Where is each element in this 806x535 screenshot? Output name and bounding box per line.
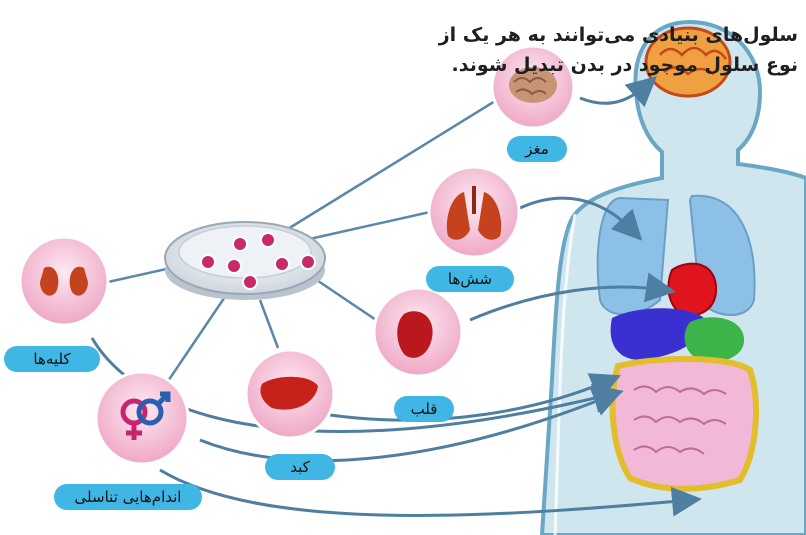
- label-liver: کبد: [265, 454, 335, 480]
- label-brain: مغز: [507, 136, 567, 162]
- label-heart: قلب: [394, 396, 454, 422]
- diagram-heading: سلول‌های بنیادی می‌توانند به هر یک از نو…: [378, 20, 798, 80]
- body-heart: [668, 264, 716, 315]
- lungs-circle: [429, 167, 519, 257]
- body-stomach: [685, 317, 745, 361]
- label-lungs: شش‌ها: [426, 266, 514, 292]
- label-reproductive: اندام‌هایی تناسلی: [54, 484, 202, 510]
- liver-circle: [246, 350, 334, 438]
- label-kidneys: کلیه‌ها: [4, 346, 100, 372]
- heading-line-2: نوع سلول موجود در بدن تبدیل شوند.: [378, 50, 798, 80]
- kidneys-circle: [20, 237, 108, 325]
- body-intestines: [613, 359, 756, 489]
- heart-circle: [374, 288, 462, 376]
- heading-line-1: سلول‌های بنیادی می‌توانند به هر یک از: [378, 20, 798, 50]
